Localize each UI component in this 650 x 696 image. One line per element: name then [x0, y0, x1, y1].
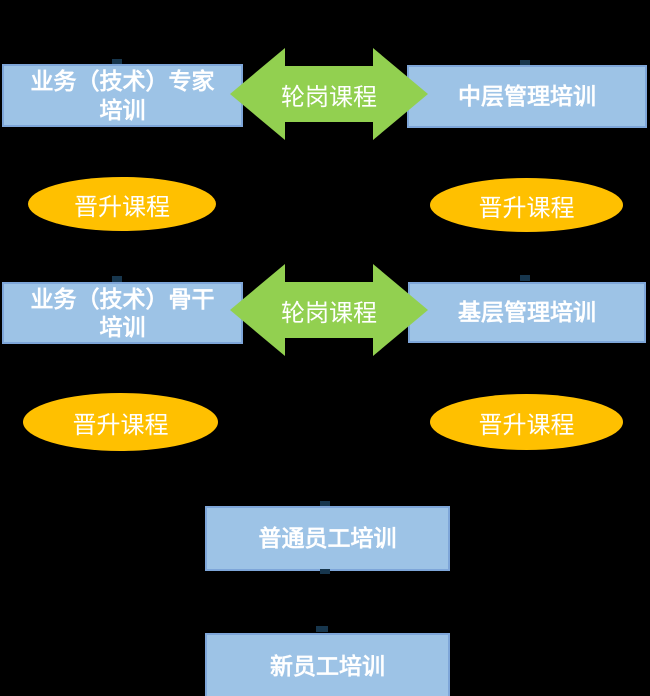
- connector-artifact: [520, 60, 530, 65]
- promotion-ellipse-expert: 晋升课程: [28, 177, 216, 231]
- node-backbone-label-line2: 培训: [99, 314, 146, 340]
- connector-artifact: [112, 276, 122, 282]
- node-middle-management-training: 中层管理培训: [407, 65, 647, 128]
- rotation-arrow-top-label: 轮岗课程: [281, 83, 377, 111]
- connector-artifact: [320, 501, 330, 506]
- node-backbone-training: 业务（技术）骨干 培训: [2, 282, 243, 344]
- promotion-ellipse-junior-mgmt: 晋升课程: [430, 394, 623, 450]
- double-arrow-shape: [230, 264, 428, 356]
- double-arrow-icon: [230, 48, 428, 140]
- connector-artifact: [320, 569, 330, 574]
- promotion-ellipse-middle-mgmt-label: 晋升课程: [478, 194, 575, 222]
- node-new-staff-label: 新员工培训: [270, 652, 385, 679]
- node-general-staff-label: 普通员工培训: [258, 525, 397, 552]
- promotion-ellipse-expert-label: 晋升课程: [74, 193, 170, 221]
- node-middle-management-label: 中层管理培训: [458, 83, 596, 110]
- node-backbone-label-line1: 业务（技术）骨干: [30, 285, 215, 312]
- promotion-ellipse-middle-mgmt: 晋升课程: [430, 178, 623, 232]
- rotation-arrow-middle-label: 轮岗课程: [281, 299, 377, 327]
- connector-artifact: [112, 59, 122, 64]
- connector-artifact: [520, 275, 530, 281]
- rotation-arrow-middle: 轮岗课程: [230, 264, 428, 356]
- node-junior-management-label: 基层管理培训: [458, 299, 596, 326]
- rotation-arrow-top: 轮岗课程: [230, 48, 428, 140]
- promotion-ellipse-junior-mgmt-label: 晋升课程: [478, 411, 575, 439]
- promotion-ellipse-backbone-label: 晋升课程: [72, 411, 169, 439]
- node-expert-label-line2: 培训: [99, 96, 146, 123]
- double-arrow-icon: [230, 264, 428, 356]
- double-arrow-shape: [230, 48, 428, 140]
- node-expert-training: 业务（技术）专家 培训: [2, 64, 243, 127]
- node-general-staff-training: 普通员工培训: [205, 506, 450, 571]
- connector-artifact: [316, 626, 328, 632]
- node-expert-label-line1: 业务（技术）专家: [30, 68, 215, 95]
- node-junior-management-training: 基层管理培训: [408, 282, 646, 343]
- promotion-ellipse-backbone: 晋升课程: [23, 393, 218, 451]
- node-new-staff-training: 新员工培训: [205, 633, 450, 696]
